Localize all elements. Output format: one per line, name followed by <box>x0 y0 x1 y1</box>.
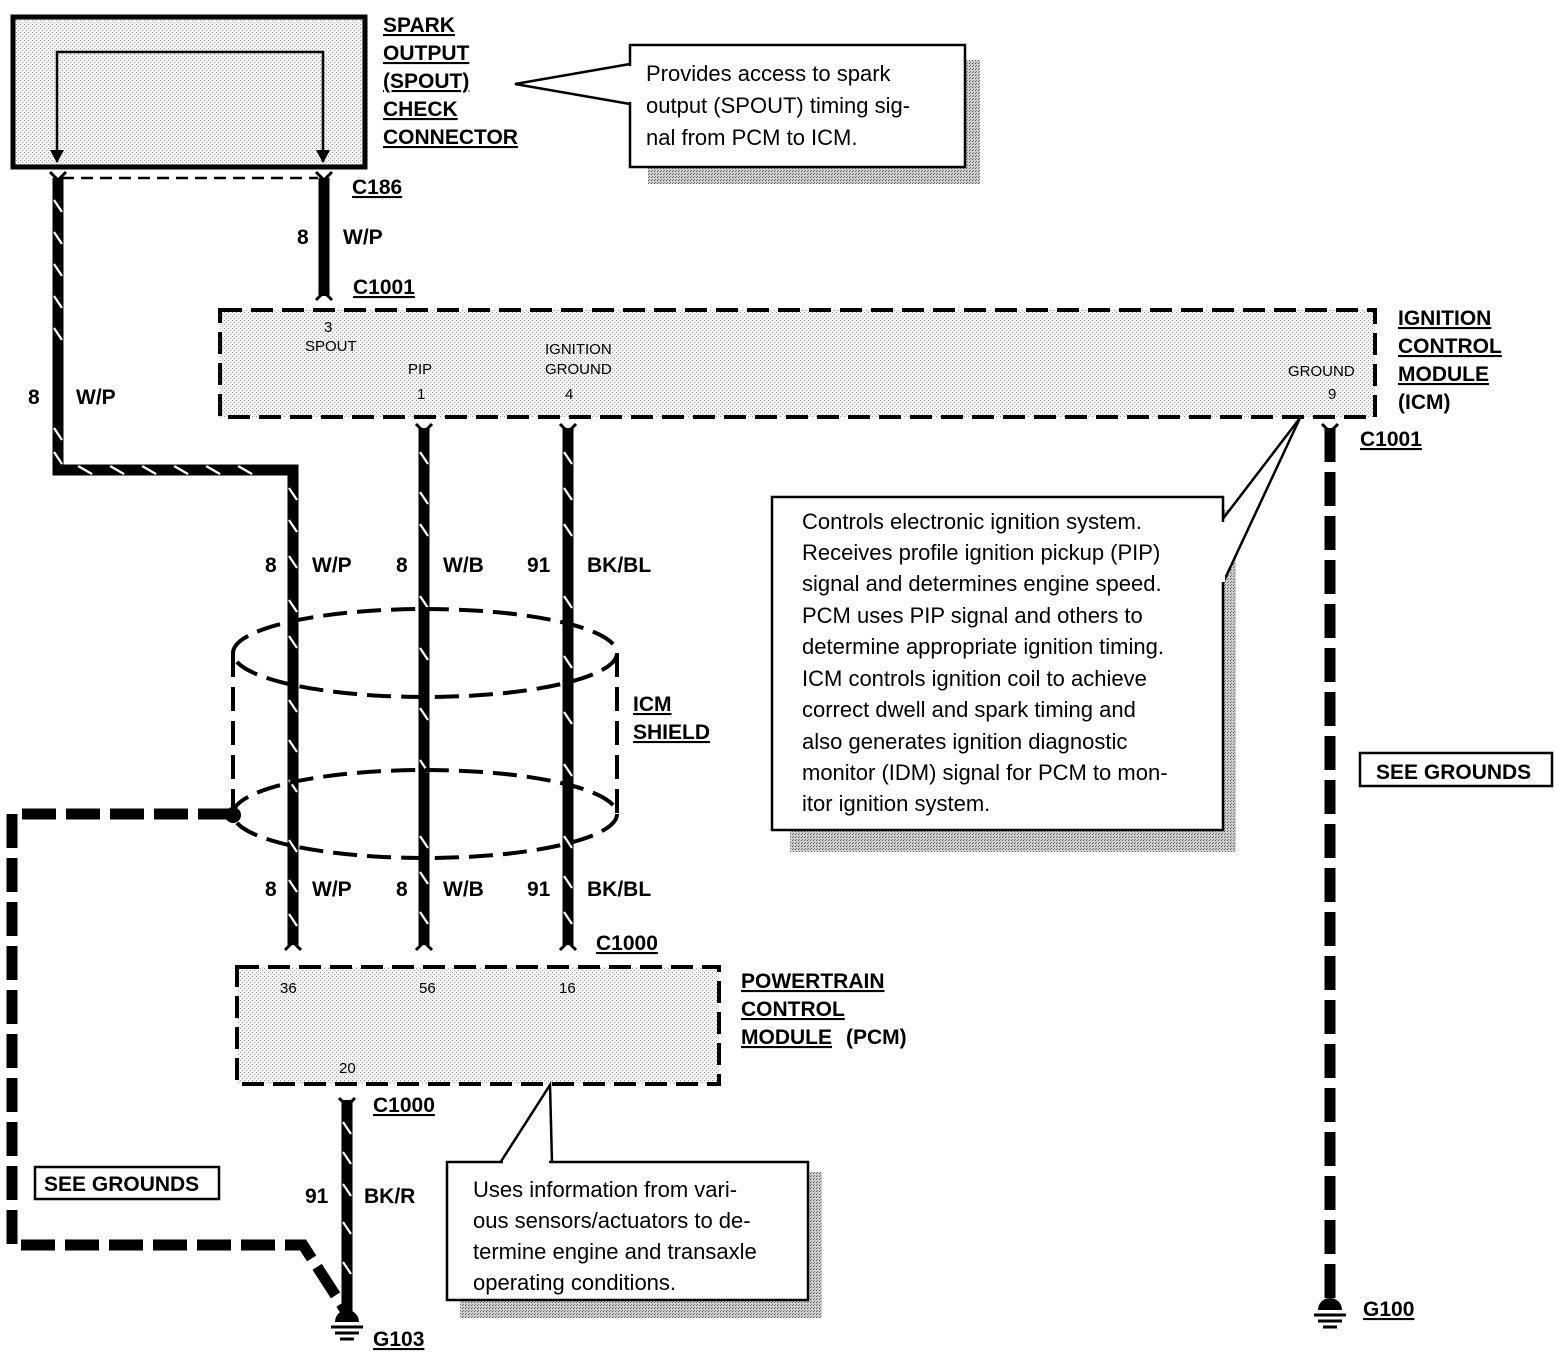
svg-text:8: 8 <box>265 878 277 901</box>
svg-text:CONTROL: CONTROL <box>1398 335 1502 358</box>
icm-pin-ign-gnd-name-1: IGNITION <box>545 341 612 358</box>
svg-text:MODULE: MODULE <box>1398 363 1489 386</box>
icm-pin-pip-num: 1 <box>417 386 425 403</box>
svg-text:SEE GROUNDS: SEE GROUNDS <box>44 1173 199 1196</box>
ground-g100-icon <box>1314 1298 1346 1329</box>
svg-text:Provides access to spark: Provides access to spark <box>646 61 892 86</box>
svg-text:termine engine and transaxle: termine engine and transaxle <box>473 1239 757 1264</box>
connector-c1000-bottom: C1000 <box>373 1094 435 1117</box>
svg-text:CONTROL: CONTROL <box>741 998 845 1021</box>
svg-text:correct dwell and spark timing: correct dwell and spark timing and <box>802 697 1136 722</box>
wire-pip <box>418 428 430 945</box>
icm-pin-ign-gnd-name-2: GROUND <box>545 361 612 378</box>
svg-text:8: 8 <box>396 554 408 577</box>
svg-text:ICM: ICM <box>633 693 672 716</box>
svg-text:IGNITION: IGNITION <box>1398 307 1491 330</box>
see-grounds-left: SEE GROUNDS <box>33 1165 221 1201</box>
icm-callout: Controls electronic ignition system. Rec… <box>770 417 1302 852</box>
wire-pcm-ground <box>341 1100 353 1318</box>
upper-wire-labels: 8 W/P 8 W/B 91 BK/BL <box>265 554 651 577</box>
svg-text:Controls electronic ignition s: Controls electronic ignition system. <box>802 509 1142 534</box>
svg-text:Receives profile ignition pick: Receives profile ignition pickup (PIP) <box>802 540 1160 565</box>
icm-shield-title: ICM SHIELD <box>633 693 710 744</box>
svg-text:also generates ignition diagno: also generates ignition diagnostic <box>802 729 1127 754</box>
icm-pin-ground-num: 9 <box>1328 386 1336 403</box>
svg-text:ous sensors/actuators to de-: ous sensors/actuators to de- <box>473 1208 751 1233</box>
svg-text:monitor (IDM) signal for PCM t: monitor (IDM) signal for PCM to mon- <box>802 760 1168 785</box>
connector-c1001-top: C1001 <box>353 276 415 299</box>
svg-text:91: 91 <box>527 878 551 901</box>
svg-text:W/P: W/P <box>312 554 352 577</box>
wire-ign-gnd <box>562 428 574 945</box>
wire-shield-drain <box>6 807 350 1313</box>
pcm-pins: 36 56 16 20 <box>280 980 576 1077</box>
icm-pin-spout-num: 3 <box>324 319 332 336</box>
svg-text:91: 91 <box>527 554 551 577</box>
svg-text:signal and determines engine s: signal and determines engine speed. <box>802 571 1162 596</box>
pcm-callout: Uses information from vari- ous sensors/… <box>445 1080 822 1318</box>
svg-text:Uses information from vari-: Uses information from vari- <box>473 1177 737 1202</box>
svg-text:W/B: W/B <box>443 554 484 577</box>
icm-pin-ign-gnd-num: 4 <box>565 386 573 403</box>
connector-c1001-right: C1001 <box>1360 428 1422 451</box>
svg-text:MODULE: MODULE <box>741 1026 832 1049</box>
see-grounds-right: SEE GROUNDS <box>1358 751 1554 788</box>
svg-text:ICM controls ignition coil to: ICM controls ignition coil to achieve <box>802 666 1147 691</box>
pcm-title: POWERTRAIN CONTROL MODULE (PCM) <box>741 970 907 1049</box>
spout-connector-title: SPARK OUTPUT (SPOUT) CHECK CONNECTOR <box>383 14 518 149</box>
svg-text:output (SPOUT) timing sig-: output (SPOUT) timing sig- <box>646 93 910 118</box>
pcm-pin-36: 36 <box>280 980 297 997</box>
spout-callout: Provides access to spark output (SPOUT) … <box>514 43 980 184</box>
wire-pcm-ground-color: BK/R <box>364 1185 415 1208</box>
ground-g103-label: G103 <box>373 1328 424 1351</box>
svg-text:SHIELD: SHIELD <box>633 721 710 744</box>
icm-pin-pip-name: PIP <box>408 361 432 378</box>
svg-text:8: 8 <box>396 878 408 901</box>
wire-spout-long-color: W/P <box>76 386 116 409</box>
svg-text:8: 8 <box>265 554 277 577</box>
svg-text:W/P: W/P <box>312 878 352 901</box>
svg-text:determine appropriate ignition: determine appropriate ignition timing. <box>802 634 1164 659</box>
icm-pin-spout-name: SPOUT <box>305 338 357 355</box>
svg-text:CONNECTOR: CONNECTOR <box>383 126 518 149</box>
icm-title: IGNITION CONTROL MODULE (ICM) <box>1398 307 1502 414</box>
wire-spout-short-color: W/P <box>343 226 383 249</box>
icm-box <box>218 308 1377 419</box>
wire-pcm-ground-circuit: 91 <box>305 1185 329 1208</box>
svg-text:BK/BL: BK/BL <box>587 554 651 577</box>
svg-text:(PCM): (PCM) <box>846 1026 907 1049</box>
connector-c1000-top: C1000 <box>596 932 658 955</box>
svg-text:PCM uses PIP signal and others: PCM uses PIP signal and others to <box>802 603 1143 628</box>
wire-spout-short-circuit: 8 <box>297 226 309 249</box>
pcm-box <box>235 965 721 1086</box>
svg-text:BK/BL: BK/BL <box>587 878 651 901</box>
svg-text:itor ignition system.: itor ignition system. <box>802 791 990 816</box>
ground-g103-icon <box>331 1310 363 1341</box>
pcm-pin-20: 20 <box>339 1060 356 1077</box>
svg-text:(ICM): (ICM) <box>1398 391 1450 414</box>
spout-connector <box>10 14 368 170</box>
ground-g100-label: G100 <box>1363 1298 1414 1321</box>
svg-text:POWERTRAIN: POWERTRAIN <box>741 970 885 993</box>
svg-text:SEE GROUNDS: SEE GROUNDS <box>1376 761 1531 784</box>
svg-text:CHECK: CHECK <box>383 98 458 121</box>
wire-spout-long <box>52 178 299 945</box>
icm-pin-ground-name: GROUND <box>1288 363 1355 380</box>
connector-c186: C186 <box>352 176 402 199</box>
lower-wire-labels: 8 W/P 8 W/B 91 BK/BL <box>265 878 651 901</box>
icm-pins: 3 SPOUT PIP 1 IGNITION GROUND 4 GROUND 9 <box>305 319 1355 403</box>
svg-text:nal from PCM to ICM.: nal from PCM to ICM. <box>646 125 857 150</box>
pcm-pin-56: 56 <box>419 980 436 997</box>
svg-text:OUTPUT: OUTPUT <box>383 42 470 65</box>
svg-text:W/B: W/B <box>443 878 484 901</box>
svg-text:operating conditions.: operating conditions. <box>473 1270 676 1295</box>
wire-spout-long-circuit: 8 <box>28 386 40 409</box>
svg-text:(SPOUT): (SPOUT) <box>383 70 469 93</box>
pcm-pin-16: 16 <box>559 980 576 997</box>
icm-shield <box>231 607 619 860</box>
svg-text:SPARK: SPARK <box>383 14 455 37</box>
